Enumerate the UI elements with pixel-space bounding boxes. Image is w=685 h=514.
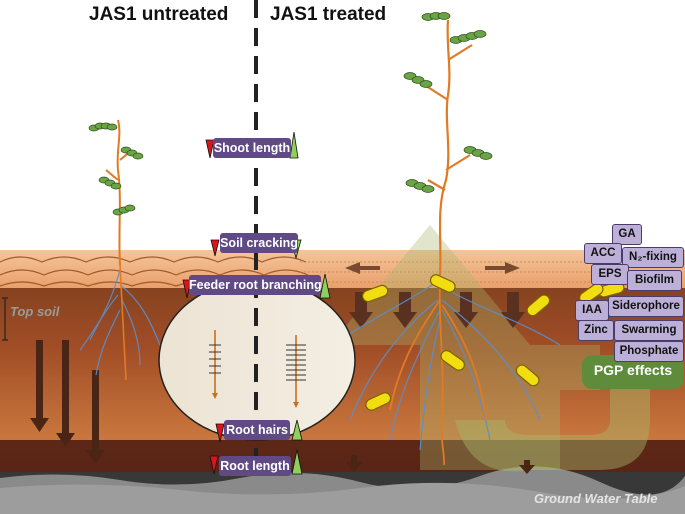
pgp-effects-label: PGP effects	[593, 362, 673, 378]
header-untreated: JAS1 untreated	[89, 4, 229, 25]
trait-swarming: Swarming	[614, 320, 684, 341]
top-soil-label: Top soil	[10, 304, 60, 319]
effect-shoot-length: Shoot length	[213, 138, 291, 158]
effect-soil-cracking: Soil cracking	[220, 233, 298, 253]
trait-n2-fixing: N₂-fixing	[622, 247, 684, 268]
effect-root-hairs: Root hairs	[224, 420, 290, 440]
effect-feeder-root-branching: Feeder root branching	[189, 275, 322, 295]
header-treated: JAS1 treated	[270, 4, 387, 25]
trait-acc: ACC	[584, 243, 622, 264]
trait-zinc: Zinc	[578, 320, 614, 341]
ground-water-table-label: Ground Water Table	[534, 491, 658, 506]
trait-eps: EPS	[591, 264, 629, 285]
trait-biofilm: Biofilm	[627, 270, 682, 291]
trait-ga: GA	[612, 224, 642, 245]
trait-iaa: IAA	[575, 300, 609, 321]
trait-phosphate: Phosphate	[614, 341, 684, 362]
trait-siderophore: Siderophore	[608, 296, 684, 317]
effect-root-length: Root length	[219, 456, 291, 476]
